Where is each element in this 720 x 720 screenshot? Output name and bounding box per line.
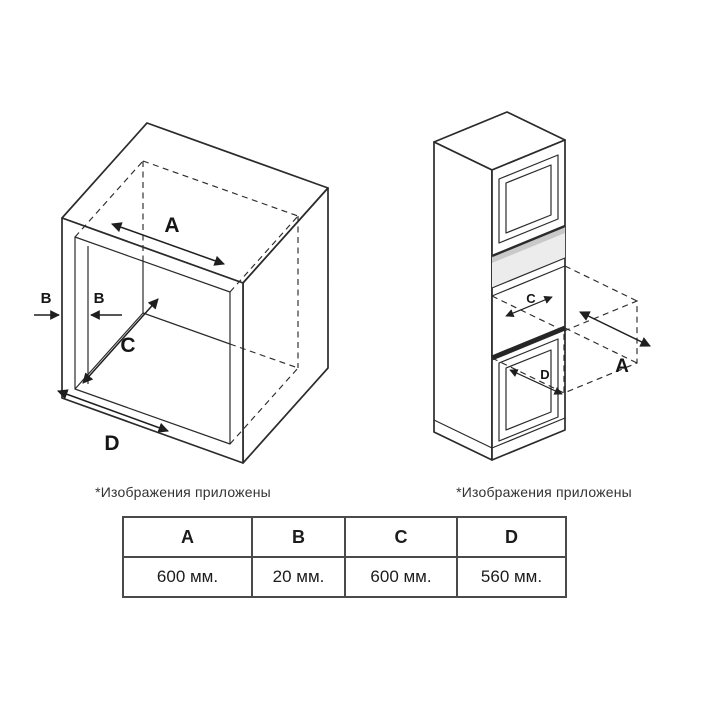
dimension-arrow-a	[111, 222, 225, 266]
table-header-c: C	[344, 516, 458, 558]
cabinet-figure: C D A	[433, 111, 651, 461]
table-header-b: B	[251, 516, 346, 558]
dimensions-table-container: A B C D 600 мм. 20 мм. 600 мм. 560 мм.	[122, 516, 567, 598]
dimension-arrow-d-right	[509, 369, 563, 395]
dimension-label-a-right: A	[615, 356, 629, 377]
table-header-a: A	[122, 516, 253, 558]
dimension-arrow-a-right	[579, 311, 651, 347]
dimension-arrow-c	[82, 298, 159, 384]
niche-figure: A B B C D	[34, 122, 329, 464]
cabinet-upper-door	[498, 154, 559, 244]
table-value-d: 560 мм.	[456, 556, 567, 598]
dimension-label-d-right: D	[540, 367, 549, 382]
left-figure-caption: *Изображения приложены	[95, 484, 271, 500]
niche-cavity-hidden-edges	[74, 160, 299, 445]
cabinet-open-shelf	[491, 224, 566, 289]
dimensions-table: A B C D 600 мм. 20 мм. 600 мм. 560 мм.	[122, 516, 567, 598]
niche-shelf-rail	[491, 325, 566, 361]
dimension-label-a: A	[164, 214, 179, 237]
figures-canvas: A B B C D	[34, 111, 651, 464]
table-value-row: 600 мм. 20 мм. 600 мм. 560 мм.	[122, 556, 567, 598]
cabinet-side-face	[433, 141, 493, 461]
dimension-arrow-d	[57, 389, 169, 433]
table-header-d: D	[456, 516, 567, 558]
table-value-b: 20 мм.	[251, 556, 346, 598]
dimension-label-b-left: B	[41, 290, 52, 307]
dimension-label-c-right: C	[526, 291, 536, 306]
table-header-row: A B C D	[122, 516, 567, 558]
cabinet-plinth	[433, 417, 566, 449]
dimension-label-c: C	[120, 334, 135, 357]
cabinet-oven-niche	[491, 265, 566, 361]
dimension-label-b-right: B	[94, 290, 105, 307]
cabinet-lower-door	[498, 338, 559, 442]
right-figure-caption: *Изображения приложены	[456, 484, 632, 500]
table-value-a: 600 мм.	[122, 556, 253, 598]
dimension-label-d: D	[104, 432, 119, 455]
dimension-arrow-c-right	[505, 296, 553, 317]
table-value-c: 600 мм.	[344, 556, 458, 598]
